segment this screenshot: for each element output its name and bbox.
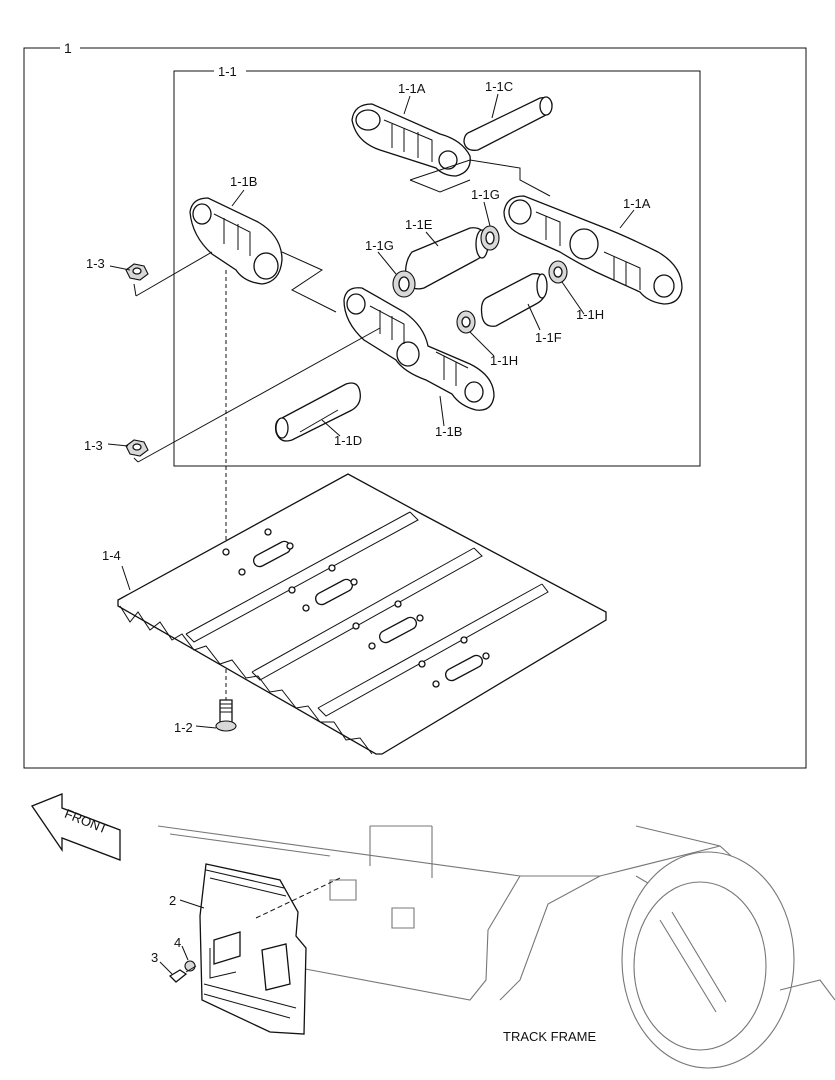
callout-1-3-upper: 1-3	[86, 256, 105, 271]
seal-1-1g-upper	[480, 225, 500, 251]
callout-1-1a-top: 1-1A	[398, 81, 426, 96]
callout-1-1d: 1-1D	[334, 433, 362, 448]
track-guard-2	[199, 863, 341, 1035]
callout-2: 2	[169, 893, 176, 908]
callout-3: 3	[151, 950, 158, 965]
link-1-1a-top	[351, 103, 471, 177]
screw-3	[168, 965, 197, 983]
callout-4: 4	[174, 935, 181, 950]
callout-1-1h-right: 1-1H	[576, 307, 604, 322]
pin-1-1c	[463, 96, 553, 151]
front-arrow: FRONT	[31, 793, 121, 861]
callout-leaders	[107, 93, 635, 729]
callout-1-1a-right: 1-1A	[623, 196, 651, 211]
track-frame-label: TRACK FRAME	[503, 1029, 597, 1044]
sub-assembly-label: 1-1	[218, 64, 237, 79]
pin-1-1d	[274, 382, 361, 442]
bushing-1-1e	[404, 227, 489, 290]
callout-1-1g-upper: 1-1G	[471, 187, 500, 202]
seal-1-1h-lower	[456, 310, 476, 334]
bushing-1-1f	[480, 273, 548, 327]
sub-assembly-1-1-box: 1-1	[173, 64, 701, 467]
seal-1-1g-left	[392, 270, 416, 298]
callout-1-1b-left: 1-1B	[230, 174, 257, 189]
nut-1-3-lower	[125, 439, 149, 457]
callout-1-1h-lower: 1-1H	[490, 353, 518, 368]
link-1-1b-lower	[343, 287, 495, 411]
callout-1-1f: 1-1F	[535, 330, 562, 345]
callout-1-1e: 1-1E	[405, 217, 433, 232]
seal-1-1h-right	[548, 260, 568, 284]
track-frame: TRACK FRAME	[157, 825, 835, 1069]
callout-1-1b-lower: 1-1B	[435, 424, 462, 439]
callout-1-3-lower: 1-3	[84, 438, 103, 453]
nut-1-3-upper	[125, 263, 149, 281]
assembly-1-box: 1	[23, 40, 807, 769]
assembly-label: 1	[64, 40, 72, 56]
callout-1-1g-left: 1-1G	[365, 238, 394, 253]
lower-callout-leaders	[159, 899, 205, 975]
callout-1-1c: 1-1C	[485, 79, 513, 94]
callout-1-2: 1-2	[174, 720, 193, 735]
callout-1-4: 1-4	[102, 548, 121, 563]
track-shoe-1-4	[117, 473, 607, 755]
bolt-1-2	[215, 699, 237, 732]
callout-labels: 1-1A 1-1C 1-1B 1-1G 1-1A 1-1E 1-1G 1-3 1…	[84, 79, 651, 965]
link-1-1a-right	[503, 195, 683, 305]
link-1-1b-left	[189, 197, 283, 285]
